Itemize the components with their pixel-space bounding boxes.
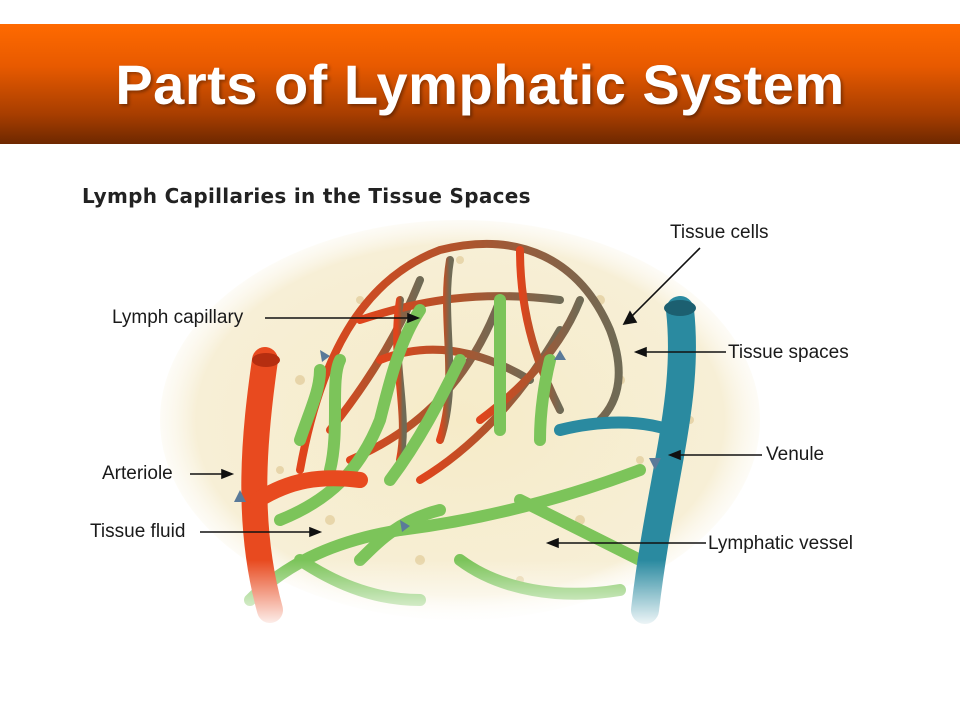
arteriole-opening [252, 353, 280, 367]
slide-title: Parts of Lymphatic System [115, 52, 845, 116]
tissue-background [160, 220, 760, 620]
label-lymphatic-vessel: Lymphatic vessel [708, 533, 854, 554]
label-tissue-cells: Tissue cells [670, 222, 769, 243]
label-tissue-spaces: Tissue spaces [728, 342, 849, 363]
venule-opening [664, 300, 696, 316]
label-tissue-fluid: Tissue fluid [90, 521, 186, 542]
label-venule: Venule [766, 444, 825, 465]
venule-branch [554, 416, 676, 436]
arteriole-branch [250, 470, 368, 508]
label-lymph-capillary: Lymph capillary [112, 307, 244, 328]
diagram-heading: Lymph Capillaries in the Tissue Spaces [82, 184, 531, 208]
blood-capillary-network [296, 239, 623, 484]
flow-arrows [234, 350, 661, 532]
title-bar: Parts of Lymphatic System [0, 24, 960, 144]
label-arteriole: Arteriole [102, 463, 173, 484]
leader-lines [190, 247, 762, 549]
